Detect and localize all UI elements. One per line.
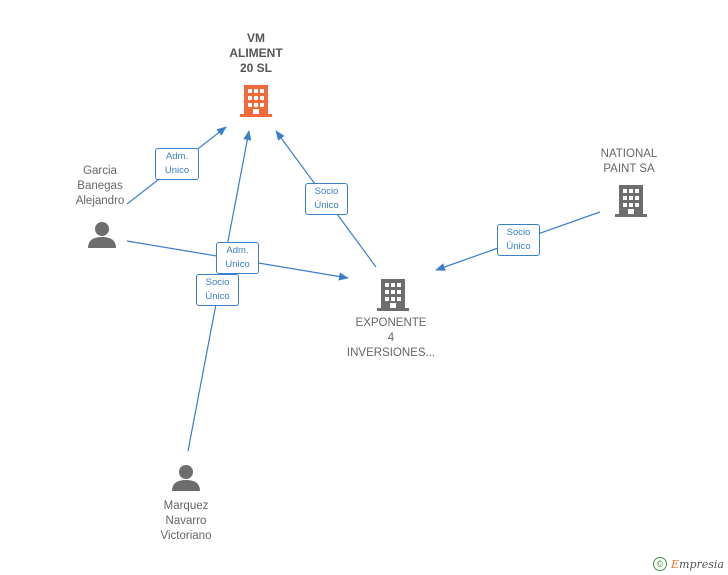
building-icon-vm-aliment[interactable] xyxy=(240,85,272,117)
person-icon-garcia[interactable] xyxy=(88,222,116,248)
brand-logo: Empresia xyxy=(671,557,724,571)
building-icon-national-paint[interactable] xyxy=(615,185,647,217)
node-label-garcia[interactable]: Garcia Banegas Alejandro xyxy=(75,165,125,207)
edge-label-garcia-exponente: Adm. Unico xyxy=(216,242,259,274)
node-label-exponente[interactable]: EXPONENTE 4 INVERSIONES... xyxy=(346,317,436,359)
person-icon-marquez[interactable] xyxy=(172,465,200,491)
footer-brand: © Empresia xyxy=(653,557,724,571)
building-icon-exponente[interactable] xyxy=(377,279,409,311)
node-label-vm-aliment[interactable]: VM ALIMENT 20 SL xyxy=(229,31,283,75)
node-label-national-paint[interactable]: NATIONAL PAINT SA xyxy=(600,148,658,175)
edge-label-marquez-vm: Socio Único xyxy=(196,274,239,306)
copyright-icon: © xyxy=(653,557,667,571)
edge-label-garcia-vm: Adm. Unico xyxy=(155,148,199,180)
edge-label-national-exponente: Socio Único xyxy=(497,224,540,256)
node-label-marquez[interactable]: Marquez Navarro Victoriano xyxy=(160,500,212,542)
edge-label-exponente-vm: Socio Único xyxy=(305,183,348,215)
